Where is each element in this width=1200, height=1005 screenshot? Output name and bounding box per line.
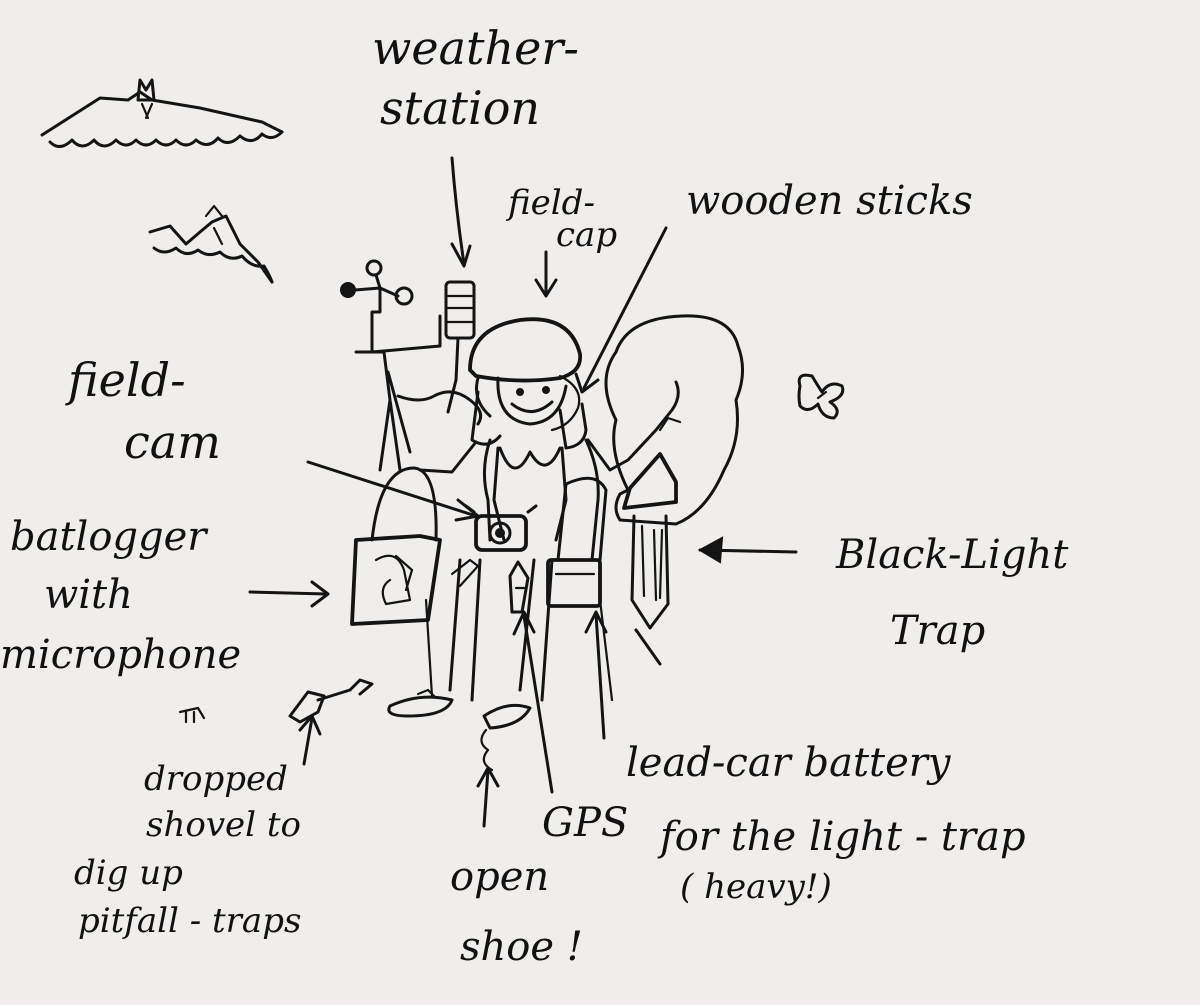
dropped-shovel-label-line3: dig up — [74, 853, 183, 893]
batlogger-label-line1: batlogger — [10, 514, 209, 560]
dropped-shovel-label-line4: pitfall - traps — [78, 901, 301, 941]
field-cap-label-line2: cap — [556, 215, 617, 255]
bat-small-drawing — [148, 204, 274, 284]
dropped-shovel-drawing — [178, 678, 374, 724]
black-light-trap-label-line1: Black-Light — [835, 532, 1069, 578]
open-shoe-label-line2: shoe ! — [460, 924, 583, 970]
weather-station-label-line1: weather- — [372, 21, 579, 75]
weather-station-drawing — [340, 259, 483, 472]
battery-drawing — [546, 476, 608, 608]
field-cam-label-line1: field- — [65, 353, 186, 407]
black-light-trap-drawing — [604, 314, 744, 666]
wooden-sticks-label: wooden sticks — [686, 178, 973, 224]
batlogger-label-line2: with — [44, 572, 133, 618]
field-cam-label-line2: cam — [124, 415, 221, 469]
battery-label-line3: ( heavy!) — [680, 867, 832, 907]
butterfly-drawing — [797, 373, 845, 420]
gps-label: GPS — [542, 800, 628, 846]
weather-station-label-line2: station — [380, 81, 540, 135]
pointer-arrows — [248, 156, 798, 828]
open-shoe-label-line1: open — [450, 854, 549, 900]
field-cam-drawing — [464, 504, 538, 552]
dropped-shovel-label-line2: shovel to — [146, 805, 301, 845]
field-cap-label-line1: field- — [505, 183, 595, 223]
field-researcher-drawing — [387, 317, 682, 772]
gps-drawing — [450, 558, 530, 614]
bat-large-drawing — [40, 78, 284, 148]
battery-label-line1: lead-car battery — [626, 740, 952, 786]
battery-label-line2: for the light - trap — [657, 814, 1026, 860]
dropped-shovel-label-line1: dropped — [144, 759, 288, 799]
black-light-trap-label-line2: Trap — [890, 608, 985, 654]
batlogger-label-line3: microphone — [0, 632, 241, 678]
